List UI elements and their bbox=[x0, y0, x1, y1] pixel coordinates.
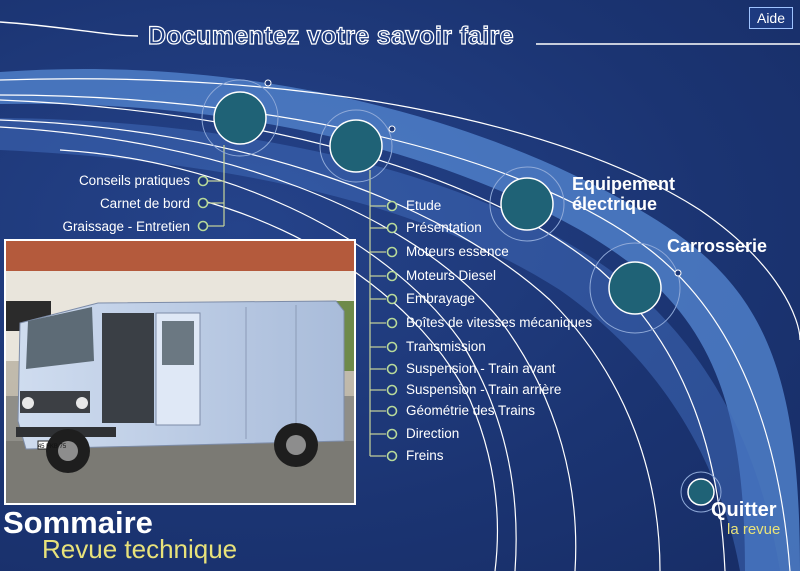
bullet-icon bbox=[197, 197, 209, 209]
bullet-icon bbox=[386, 222, 398, 234]
revue-subtitle: Revue technique bbox=[42, 534, 238, 564]
bullet-icon bbox=[386, 363, 398, 375]
menu-item-etude[interactable]: Etude bbox=[406, 198, 442, 213]
license-plate: 45 FKB 75 bbox=[38, 444, 67, 450]
sommaire-title: Sommaire bbox=[3, 505, 153, 540]
node-entretien[interactable] bbox=[201, 79, 279, 157]
bullet-icon bbox=[386, 428, 398, 440]
quit-subtitle[interactable]: la revue bbox=[727, 521, 781, 538]
bullet-icon bbox=[386, 246, 398, 258]
bullet-icon bbox=[386, 270, 398, 282]
menu-item-graissage[interactable]: Graissage - Entretien bbox=[62, 219, 190, 234]
bullet-icon bbox=[386, 384, 398, 396]
quit-button[interactable]: Quitter bbox=[711, 499, 777, 521]
menu-item-direction[interactable]: Direction bbox=[406, 426, 460, 441]
bullet-icon bbox=[386, 450, 398, 462]
page-title: Documentez votre savoir faire bbox=[147, 21, 514, 50]
section-equipement-line1: Equipement bbox=[572, 174, 676, 194]
van-photo: 45 FKB 75 bbox=[4, 239, 356, 505]
bullet-icon bbox=[386, 405, 398, 417]
menu-item-carnet[interactable]: Carnet de bord bbox=[99, 196, 190, 211]
menu-item-conseils[interactable]: Conseils pratiques bbox=[78, 173, 190, 188]
section-equipement[interactable]: Equipement électrique bbox=[572, 174, 675, 214]
bullet-icon bbox=[197, 220, 209, 232]
van-illustration: 45 FKB 75 bbox=[6, 241, 354, 503]
bullet-icon bbox=[386, 200, 398, 212]
menu-item-moteurs-diesel[interactable]: Moteurs Diesel bbox=[406, 268, 497, 283]
menu-item-embrayage[interactable]: Embrayage bbox=[406, 291, 476, 306]
menu-item-transmission[interactable]: Transmission bbox=[406, 339, 486, 354]
menu-item-moteurs-essence[interactable]: Moteurs essence bbox=[406, 244, 509, 259]
bullet-icon bbox=[386, 317, 398, 329]
section-carrosserie[interactable]: Carrosserie bbox=[667, 236, 768, 256]
menu-item-freins[interactable]: Freins bbox=[406, 448, 444, 463]
bullet-icon bbox=[386, 341, 398, 353]
node-quitter[interactable] bbox=[680, 471, 722, 513]
menu-item-presentation[interactable]: Présentation bbox=[406, 220, 482, 235]
menu-item-geometrie[interactable]: Géométrie des Trains bbox=[406, 403, 536, 418]
node-equipement[interactable] bbox=[489, 166, 565, 242]
bullet-icon bbox=[386, 293, 398, 305]
menu-item-suspension-arriere[interactable]: Suspension - Train arrière bbox=[406, 382, 562, 397]
bullet-icon bbox=[197, 175, 209, 187]
help-button[interactable]: Aide bbox=[749, 7, 793, 29]
section-equipement-line2: électrique bbox=[572, 194, 658, 214]
menu-item-suspension-avant[interactable]: Suspension - Train avant bbox=[406, 361, 556, 376]
node-mecanique[interactable] bbox=[319, 109, 396, 183]
node-carrosserie[interactable] bbox=[589, 242, 682, 334]
menu-item-boites-vitesses[interactable]: Boîtes de vitesses mécaniques bbox=[406, 315, 593, 330]
